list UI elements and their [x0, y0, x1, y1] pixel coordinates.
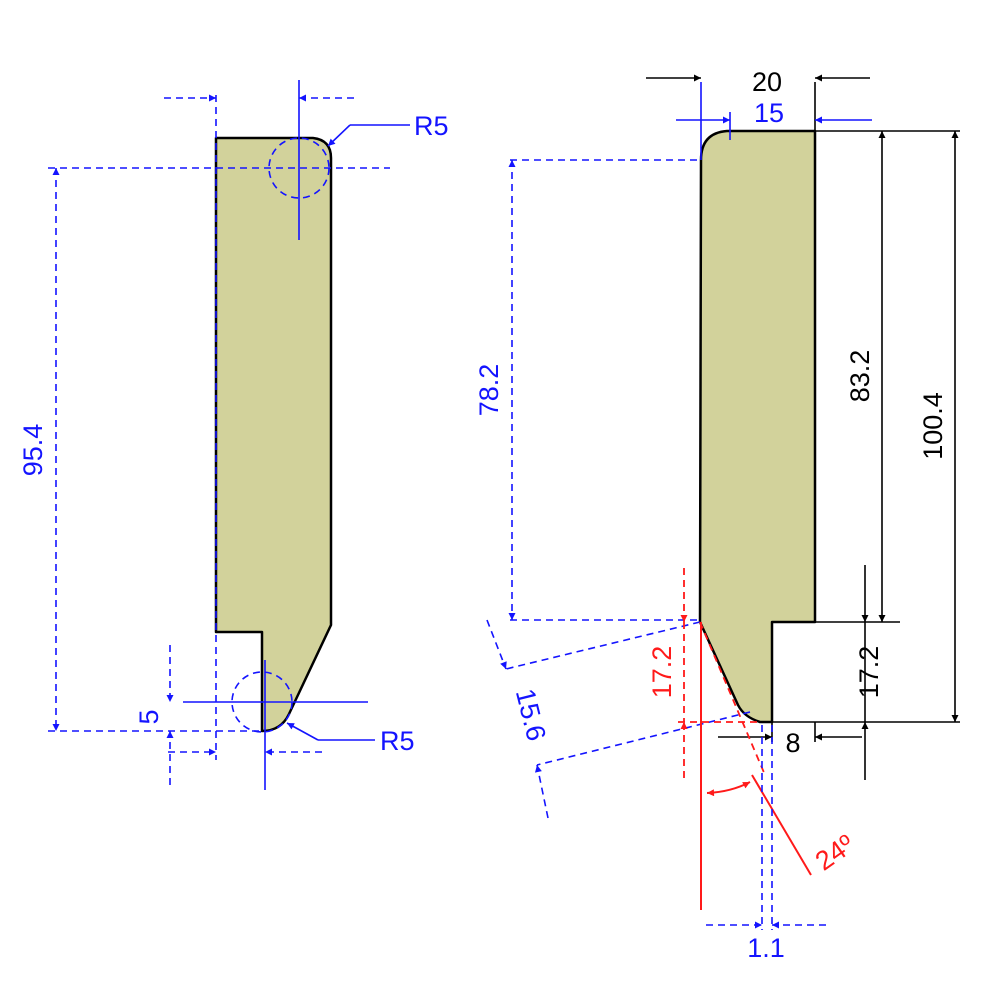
right-upper-height-label: 83.2 [845, 350, 875, 403]
left-top-radius-circle [268, 137, 330, 199]
left-part-profile [214, 136, 333, 733]
right-step-width-label: 8 [785, 728, 800, 758]
left-height-label: 95.4 [18, 424, 48, 477]
right-flat-width-label: 15 [754, 98, 784, 128]
right-face-height-label: 78.2 [474, 364, 504, 417]
right-total-height-label: 100.4 [918, 392, 948, 460]
right-part-profile [698, 129, 817, 724]
right-overall-width-label: 20 [752, 67, 782, 97]
left-tip-offset-label: 5 [134, 709, 164, 724]
left-top-radius-label: R5 [414, 111, 449, 141]
right-tip-offset-label: 1.1 [747, 933, 785, 963]
left-bottom-radius-label: R5 [380, 726, 415, 756]
right-view: 20 15 83.2 100.4 17.2 8 78.2 [474, 67, 960, 963]
right-bevel-length-label: 15.6 [510, 686, 552, 744]
left-view: 95.4 R5 R5 5 [18, 80, 449, 790]
right-bevel-height-label: 17.2 [647, 646, 677, 699]
right-bevel-angle-label: 24º [810, 829, 860, 877]
right-step-height-label: 17.2 [854, 646, 884, 699]
